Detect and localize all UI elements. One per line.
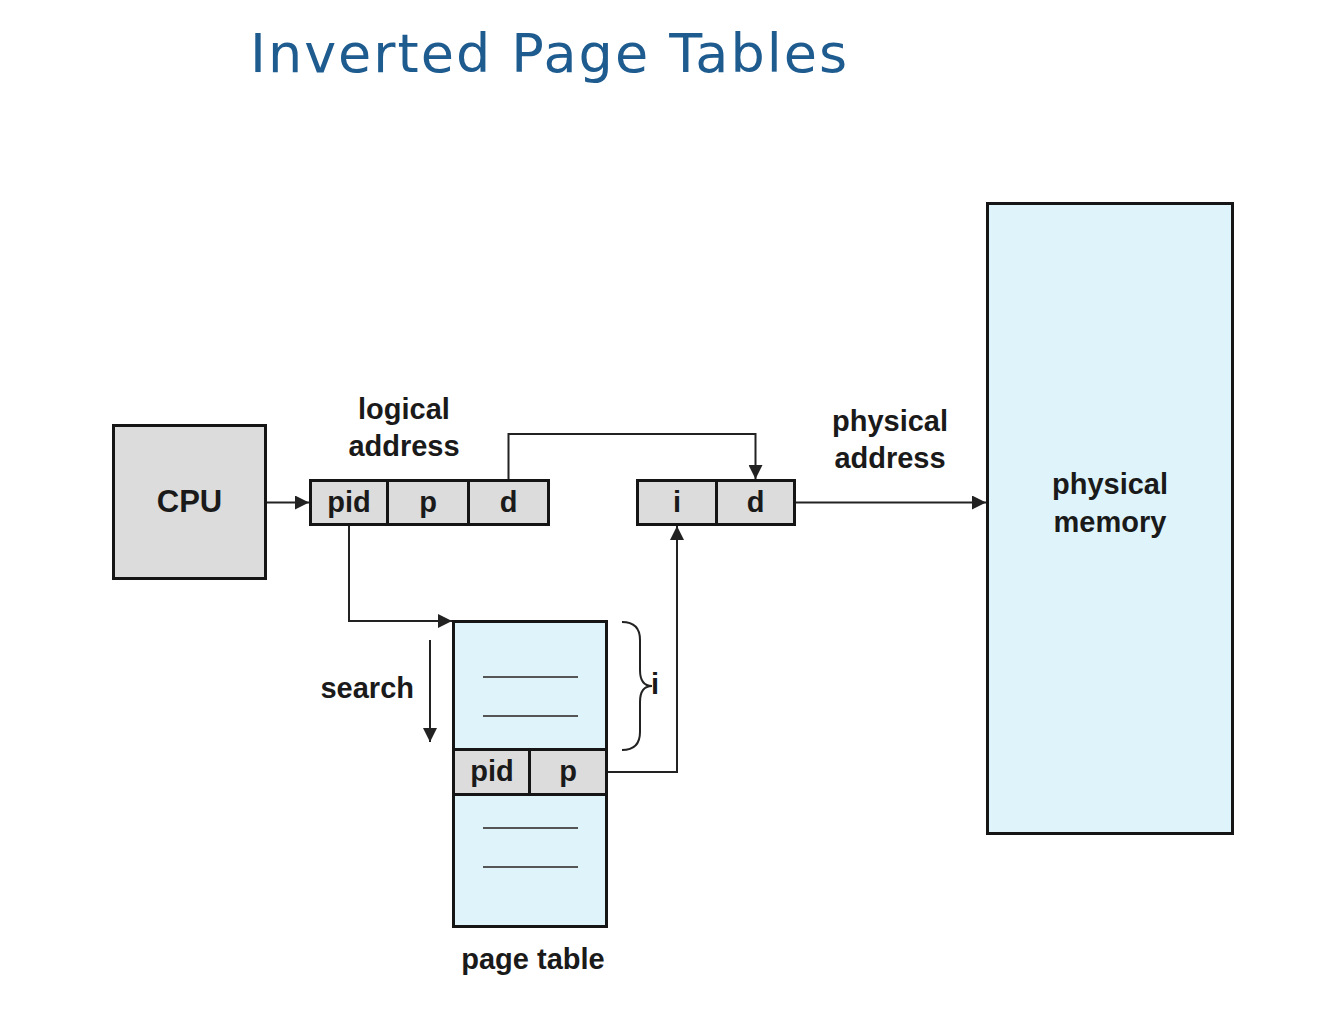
cpu-box: CPU xyxy=(112,424,267,580)
address-field: d xyxy=(715,479,796,526)
search-label: search xyxy=(320,671,414,706)
address-field: d xyxy=(467,479,550,526)
register-heading: logical address xyxy=(304,391,504,465)
node-text: physical memory xyxy=(1035,466,1185,540)
node-text: p xyxy=(419,484,437,521)
physical-address-register: idphysical address xyxy=(636,479,796,526)
logical-address-register: pidpdlogical address xyxy=(309,479,550,526)
node-text: pid xyxy=(470,753,514,790)
node-text: pid xyxy=(327,484,371,521)
page-table-fill xyxy=(453,621,607,927)
connector-arrow xyxy=(349,526,452,621)
node-text: CPU xyxy=(157,482,222,522)
node-text: i xyxy=(673,484,681,521)
connector-arrow xyxy=(796,502,986,504)
heading-text: logical address xyxy=(304,391,504,465)
node-text: p xyxy=(559,753,577,790)
index-brace xyxy=(622,622,652,750)
table-row-line xyxy=(483,676,578,678)
node-text: d xyxy=(500,484,518,521)
connector-arrow xyxy=(608,526,677,772)
heading-text: page table xyxy=(415,941,651,978)
page-table-entry-field: pid xyxy=(452,748,532,796)
register-heading: page table xyxy=(415,941,651,978)
connector-arrow xyxy=(509,434,756,479)
physical-memory-block: physical memory xyxy=(986,202,1234,835)
index-label: i xyxy=(651,667,659,702)
search-arrow xyxy=(429,640,431,742)
address-field: pid xyxy=(309,479,389,526)
table-row-line xyxy=(483,866,578,868)
heading-text: physical address xyxy=(815,403,965,477)
register-heading: physical address xyxy=(815,403,965,477)
node-text: d xyxy=(747,484,765,521)
connector-arrow xyxy=(267,502,309,504)
diagram-title: Inverted Page Tables xyxy=(250,22,849,85)
address-field: p xyxy=(386,479,470,526)
table-row-line xyxy=(483,827,578,829)
table-row-line xyxy=(483,715,578,717)
inverted-page-table: pidppage table xyxy=(452,620,608,928)
page-table-entry-field: p xyxy=(528,748,608,796)
address-field: i xyxy=(636,479,718,526)
